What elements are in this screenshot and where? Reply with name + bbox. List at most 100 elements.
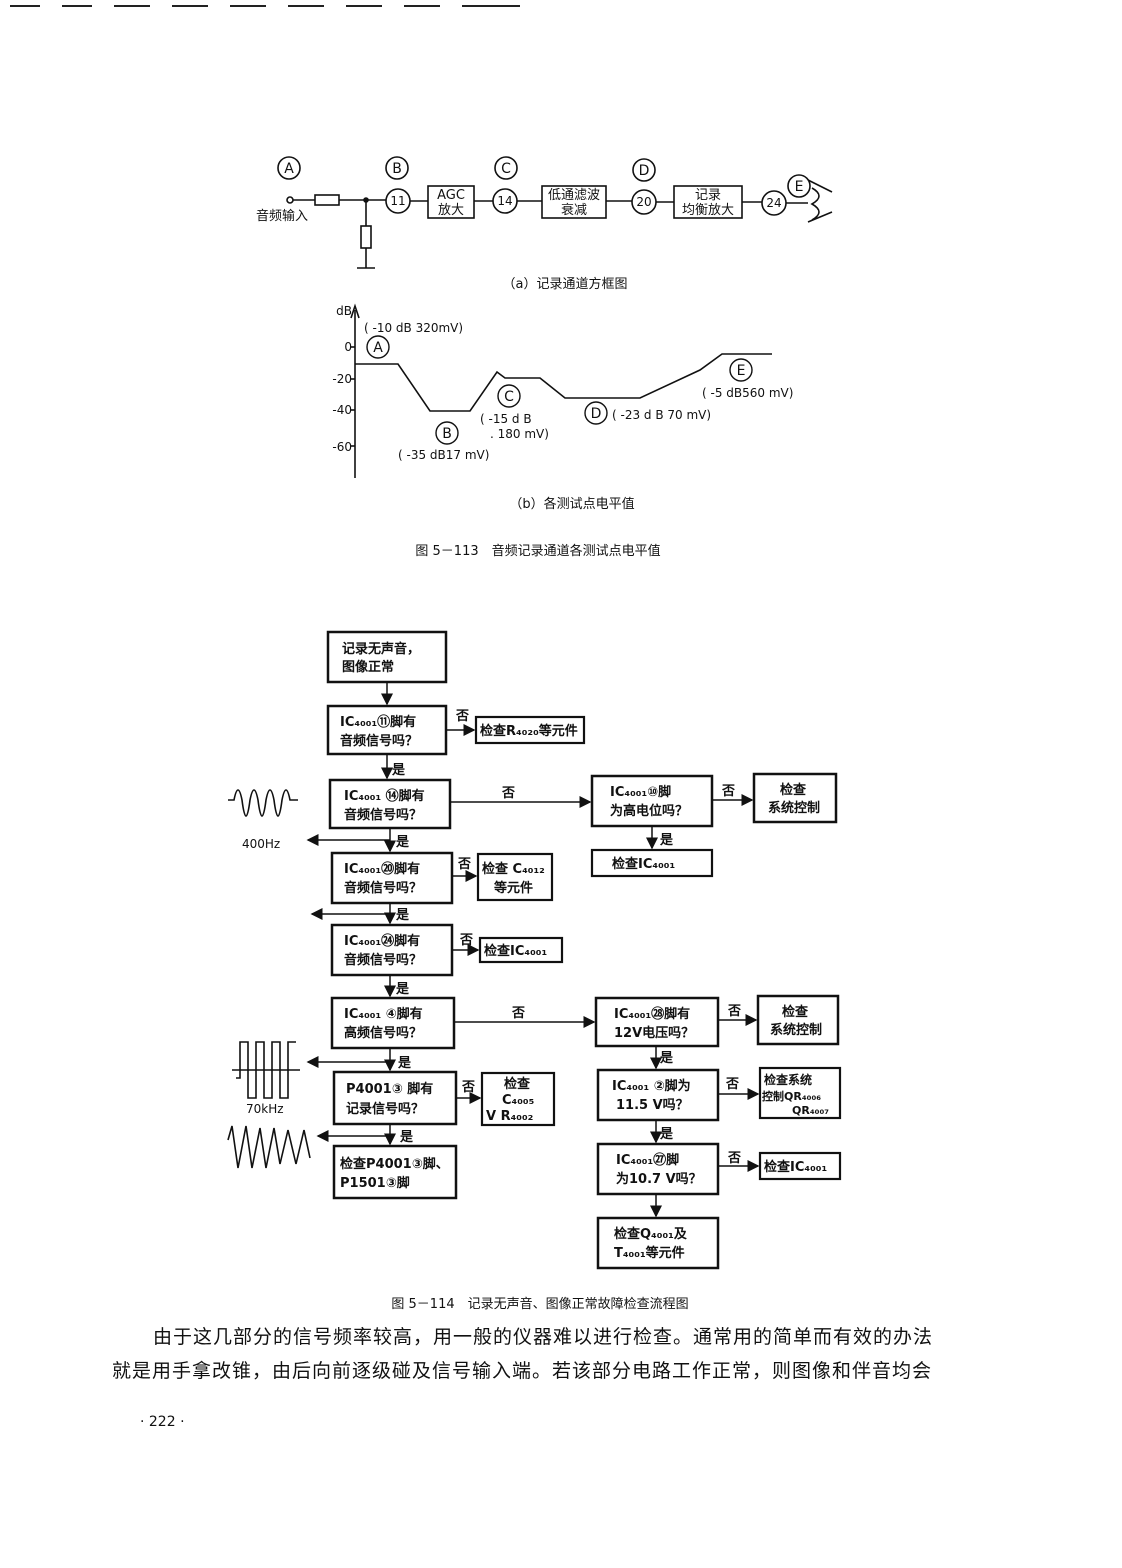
q8b-l2: T₄₀₀₁等元件 (614, 1245, 685, 1261)
flow-branch-label: 是 (395, 982, 410, 997)
tp-a: A (284, 161, 294, 177)
flow-branch-label: 否 (727, 1151, 741, 1166)
q4-no: 检查IC₄₀₀₁ (484, 943, 547, 959)
q2-l1: IC₄₀₀₁ ⑭脚有 (344, 788, 425, 804)
tp-d: D (639, 163, 650, 179)
pt-e: E (737, 363, 746, 379)
flow-branch-label: 否 (455, 709, 469, 724)
q4-l2: 音频信号吗？ (344, 952, 422, 968)
label-c1: ( -15 d B (480, 412, 532, 426)
q3-no-l2: 等元件 (493, 880, 533, 896)
start-l1: 记录无声音， (342, 641, 420, 657)
q5-l1: IC₄₀₀₁ ④脚有 (344, 1006, 423, 1022)
flow-branch-label: 否 (457, 857, 471, 872)
q1-no: 检查R₄₀₂₀等元件 (480, 723, 578, 739)
y-tick-60: -60 (332, 440, 352, 454)
pt-a: A (373, 340, 383, 356)
level-chart: dB 0 -20 -40 -60 A B C D E ( -10 dB 320m… (332, 303, 793, 559)
q2-l2: 音频信号吗？ (344, 807, 422, 823)
pt-b: B (442, 426, 452, 442)
q6-no-l3: V R₄₀₀₂ (486, 1109, 533, 1124)
end-l2: P1501③脚 (340, 1175, 410, 1191)
q6b-l1: IC₄₀₀₁ ②脚为 (612, 1078, 691, 1094)
q7b-l1: IC₄₀₀₁㉗脚 (616, 1152, 679, 1168)
caption-a: （a）记录通道方框图 (503, 276, 628, 292)
flow-branch-label: 否 (501, 786, 515, 801)
input-label: 音频输入 (256, 208, 308, 224)
top-edge-marks (10, 5, 520, 7)
fig-113-caption: 图 5－113 音频记录通道各测试点电平值 (415, 543, 660, 559)
q7b-no: 检查IC₄₀₀₁ (764, 1159, 827, 1175)
flow-branch-label: 否 (459, 933, 473, 948)
q1-l1: IC₄₀₀₁⑪脚有 (340, 714, 416, 730)
block-diagram: A B C D E 11 14 20 24 AGC 放大 低通滤波 衰减 记录 … (256, 156, 833, 292)
flow-branch-label: 否 (727, 1004, 741, 1019)
wave1-label: 400Hz (242, 837, 280, 851)
q6b-no-l1: 检查系统 (764, 1072, 812, 1087)
q5b-l1: IC₄₀₀₁㉘脚有 (614, 1006, 690, 1022)
label-e: ( -5 dB560 mV) (702, 386, 793, 400)
flow-branch-label: 否 (721, 784, 735, 799)
flow-branch-label: 是 (395, 835, 410, 850)
pt-d: D (591, 406, 602, 422)
q2b-yes: 检查IC₄₀₀₁ (612, 856, 675, 872)
pin-11: 11 (390, 194, 405, 208)
q2b-no-l1: 检查 (780, 782, 807, 798)
wave-400hz (228, 789, 298, 817)
y-tick-20: -20 (332, 372, 352, 386)
flow-branch-label: 否 (725, 1077, 739, 1092)
tp-e: E (795, 179, 804, 195)
start-l2: 图像正常 (342, 659, 394, 675)
q6-no-l1: 检查 (504, 1076, 531, 1092)
q8b-l1: 检查Q₄₀₀₁及 (614, 1226, 688, 1242)
lpf-l2: 衰减 (561, 202, 587, 218)
flow-branch-label: 是 (399, 1130, 414, 1145)
end-l1: 检查P4001③脚、 (340, 1156, 449, 1172)
agc-l1: AGC (437, 188, 465, 203)
flow-branch-label: 是 (659, 833, 674, 848)
q2b-no-l2: 系统控制 (768, 800, 820, 816)
flow-chart: 400Hz 70kHz 否 是 否 否 是 是 否 是 否 是 否 否 是 是 … (227, 630, 842, 1312)
q5b-no-l1: 检查 (782, 1004, 809, 1020)
lpf-l1: 低通滤波 (548, 188, 600, 203)
q3-no-l1: 检查 C₄₀₁₂ (482, 861, 545, 877)
y-tick-40: -40 (332, 403, 352, 417)
caption-b: （b）各测试点电平值 (509, 496, 634, 512)
q5b-l2: 12V电压吗？ (614, 1025, 694, 1041)
flow-branch-label: 是 (659, 1051, 674, 1066)
pin-20: 20 (636, 195, 651, 209)
q5-l2: 高频信号吗？ (344, 1025, 422, 1041)
tp-c: C (501, 161, 511, 177)
paragraph-line-2: 就是用手拿改锥，由后向前逐级碰及信号输入端。若该部分电路工作正常，则图像和伴音均… (112, 1360, 933, 1382)
q1-l2: 音频信号吗？ (340, 733, 418, 749)
eq-l1: 记录 (695, 188, 721, 203)
agc-l2: 放大 (438, 203, 464, 218)
y-tick-0: 0 (344, 340, 352, 354)
flow-branch-label: 是 (659, 1127, 674, 1142)
q3-l2: 音频信号吗？ (344, 880, 422, 896)
q4-l1: IC₄₀₀₁㉔脚有 (344, 933, 420, 949)
pin-14: 14 (497, 194, 512, 208)
q5b-no-l2: 系统控制 (770, 1022, 822, 1038)
paragraph-line-1: 由于这几部分的信号频率较高，用一般的仪器难以进行检查。通常用的简单而有效的办法 (153, 1326, 934, 1348)
flow-branch-label: 是 (397, 1056, 412, 1071)
fig-114-caption: 图 5－114 记录无声音、图像正常故障检查流程图 (391, 1296, 688, 1312)
wave2-label: 70kHz (246, 1102, 284, 1116)
q7b-l2: 为10.7 V吗？ (616, 1171, 702, 1187)
label-d: ( -23 d B 70 mV) (612, 408, 711, 422)
label-b: ( -35 dB17 mV) (398, 448, 489, 462)
flow-branch-label: 否 (461, 1080, 475, 1095)
q2b-l1: IC₄₀₀₁⑩脚 (610, 784, 671, 800)
label-a: ( -10 dB 320mV) (364, 321, 463, 335)
q6-l1: P4001③ 脚有 (346, 1081, 433, 1097)
wave-70khz-2 (227, 1125, 311, 1169)
flow-branch-label: 否 (511, 1006, 525, 1021)
q2b-l2: 为高电位吗？ (610, 803, 688, 819)
y-unit: dB (336, 304, 352, 318)
q6b-l2: 11.5 V吗？ (616, 1098, 689, 1113)
pin-24: 24 (766, 196, 781, 210)
q6-l2: 记录信号吗？ (346, 1101, 424, 1117)
q6b-no-l3: QR₄₀₀₇ (792, 1104, 829, 1117)
tp-b: B (392, 161, 402, 177)
pt-c: C (504, 389, 514, 405)
